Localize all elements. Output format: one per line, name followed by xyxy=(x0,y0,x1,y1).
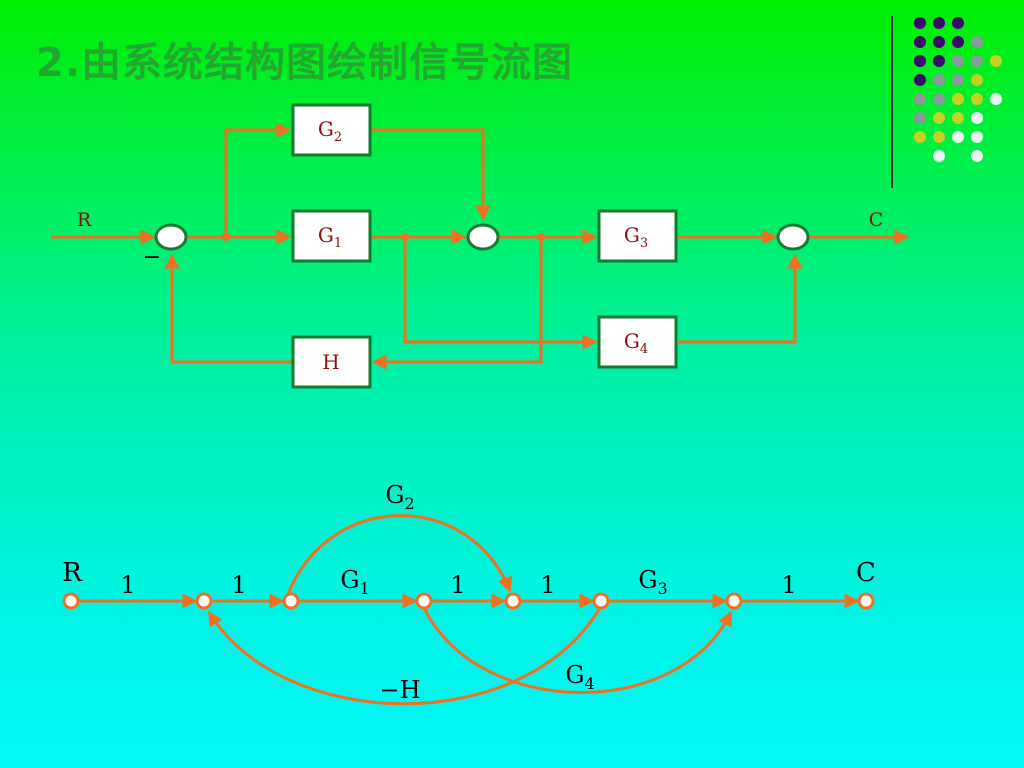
summing-junction-3 xyxy=(776,223,810,251)
sfg-node-6 xyxy=(592,592,610,610)
sfg-gain-g2: G2 xyxy=(385,481,414,513)
signal-flow-graph: R C 1 1 G1 1 1 G3 1 G2 G4 −H xyxy=(62,481,876,706)
block-g1-label: G1 xyxy=(318,223,342,251)
sfg-gain-neg-h: −H xyxy=(379,676,420,704)
block-g2 xyxy=(291,103,372,157)
sfg-gain-1a: 1 xyxy=(120,571,135,599)
sfg-node-4 xyxy=(415,592,433,610)
sfg-node-5 xyxy=(504,592,522,610)
summing-junction-1 xyxy=(154,223,188,251)
minus-sign: − xyxy=(143,245,161,270)
block-g3-label: G3 xyxy=(624,223,648,251)
block-h-label: H xyxy=(322,350,339,374)
sfg-gain-g1: G1 xyxy=(340,566,369,598)
block-g1 xyxy=(291,209,372,263)
block-h xyxy=(291,335,372,389)
output-label-c: C xyxy=(869,209,884,231)
input-label-r: R xyxy=(77,209,92,231)
decor-dot-grid xyxy=(914,17,1002,162)
sfg-gain-1c: 1 xyxy=(450,571,465,599)
sfg-gain-1b: 1 xyxy=(231,571,246,599)
sfg-node-c xyxy=(857,592,875,610)
block-diagram-wires xyxy=(52,122,910,370)
block-g2-label: G2 xyxy=(318,117,342,145)
block-g4-label: G4 xyxy=(624,329,648,357)
sfg-gain-g4: G4 xyxy=(565,661,594,693)
sfg-label-c: C xyxy=(856,558,876,588)
block-diagram: G2 G1 G3 G4 H R C − xyxy=(52,103,910,389)
sfg-label-r: R xyxy=(62,558,83,588)
block-g4 xyxy=(597,315,678,369)
decor-divider xyxy=(891,16,893,188)
summing-junction-2 xyxy=(466,223,500,251)
sfg-branches xyxy=(78,514,860,706)
sfg-gain-1e: 1 xyxy=(781,571,796,599)
block-g3 xyxy=(597,209,678,263)
sfg-gain-1d: 1 xyxy=(540,571,555,599)
sfg-gain-g3: G3 xyxy=(638,566,667,598)
page-title: 2.由系统结构图绘制信号流图 xyxy=(36,40,574,86)
sfg-node-3 xyxy=(282,592,300,610)
sfg-node-7 xyxy=(725,592,743,610)
sfg-node-2 xyxy=(195,592,213,610)
sfg-node-r xyxy=(62,592,80,610)
